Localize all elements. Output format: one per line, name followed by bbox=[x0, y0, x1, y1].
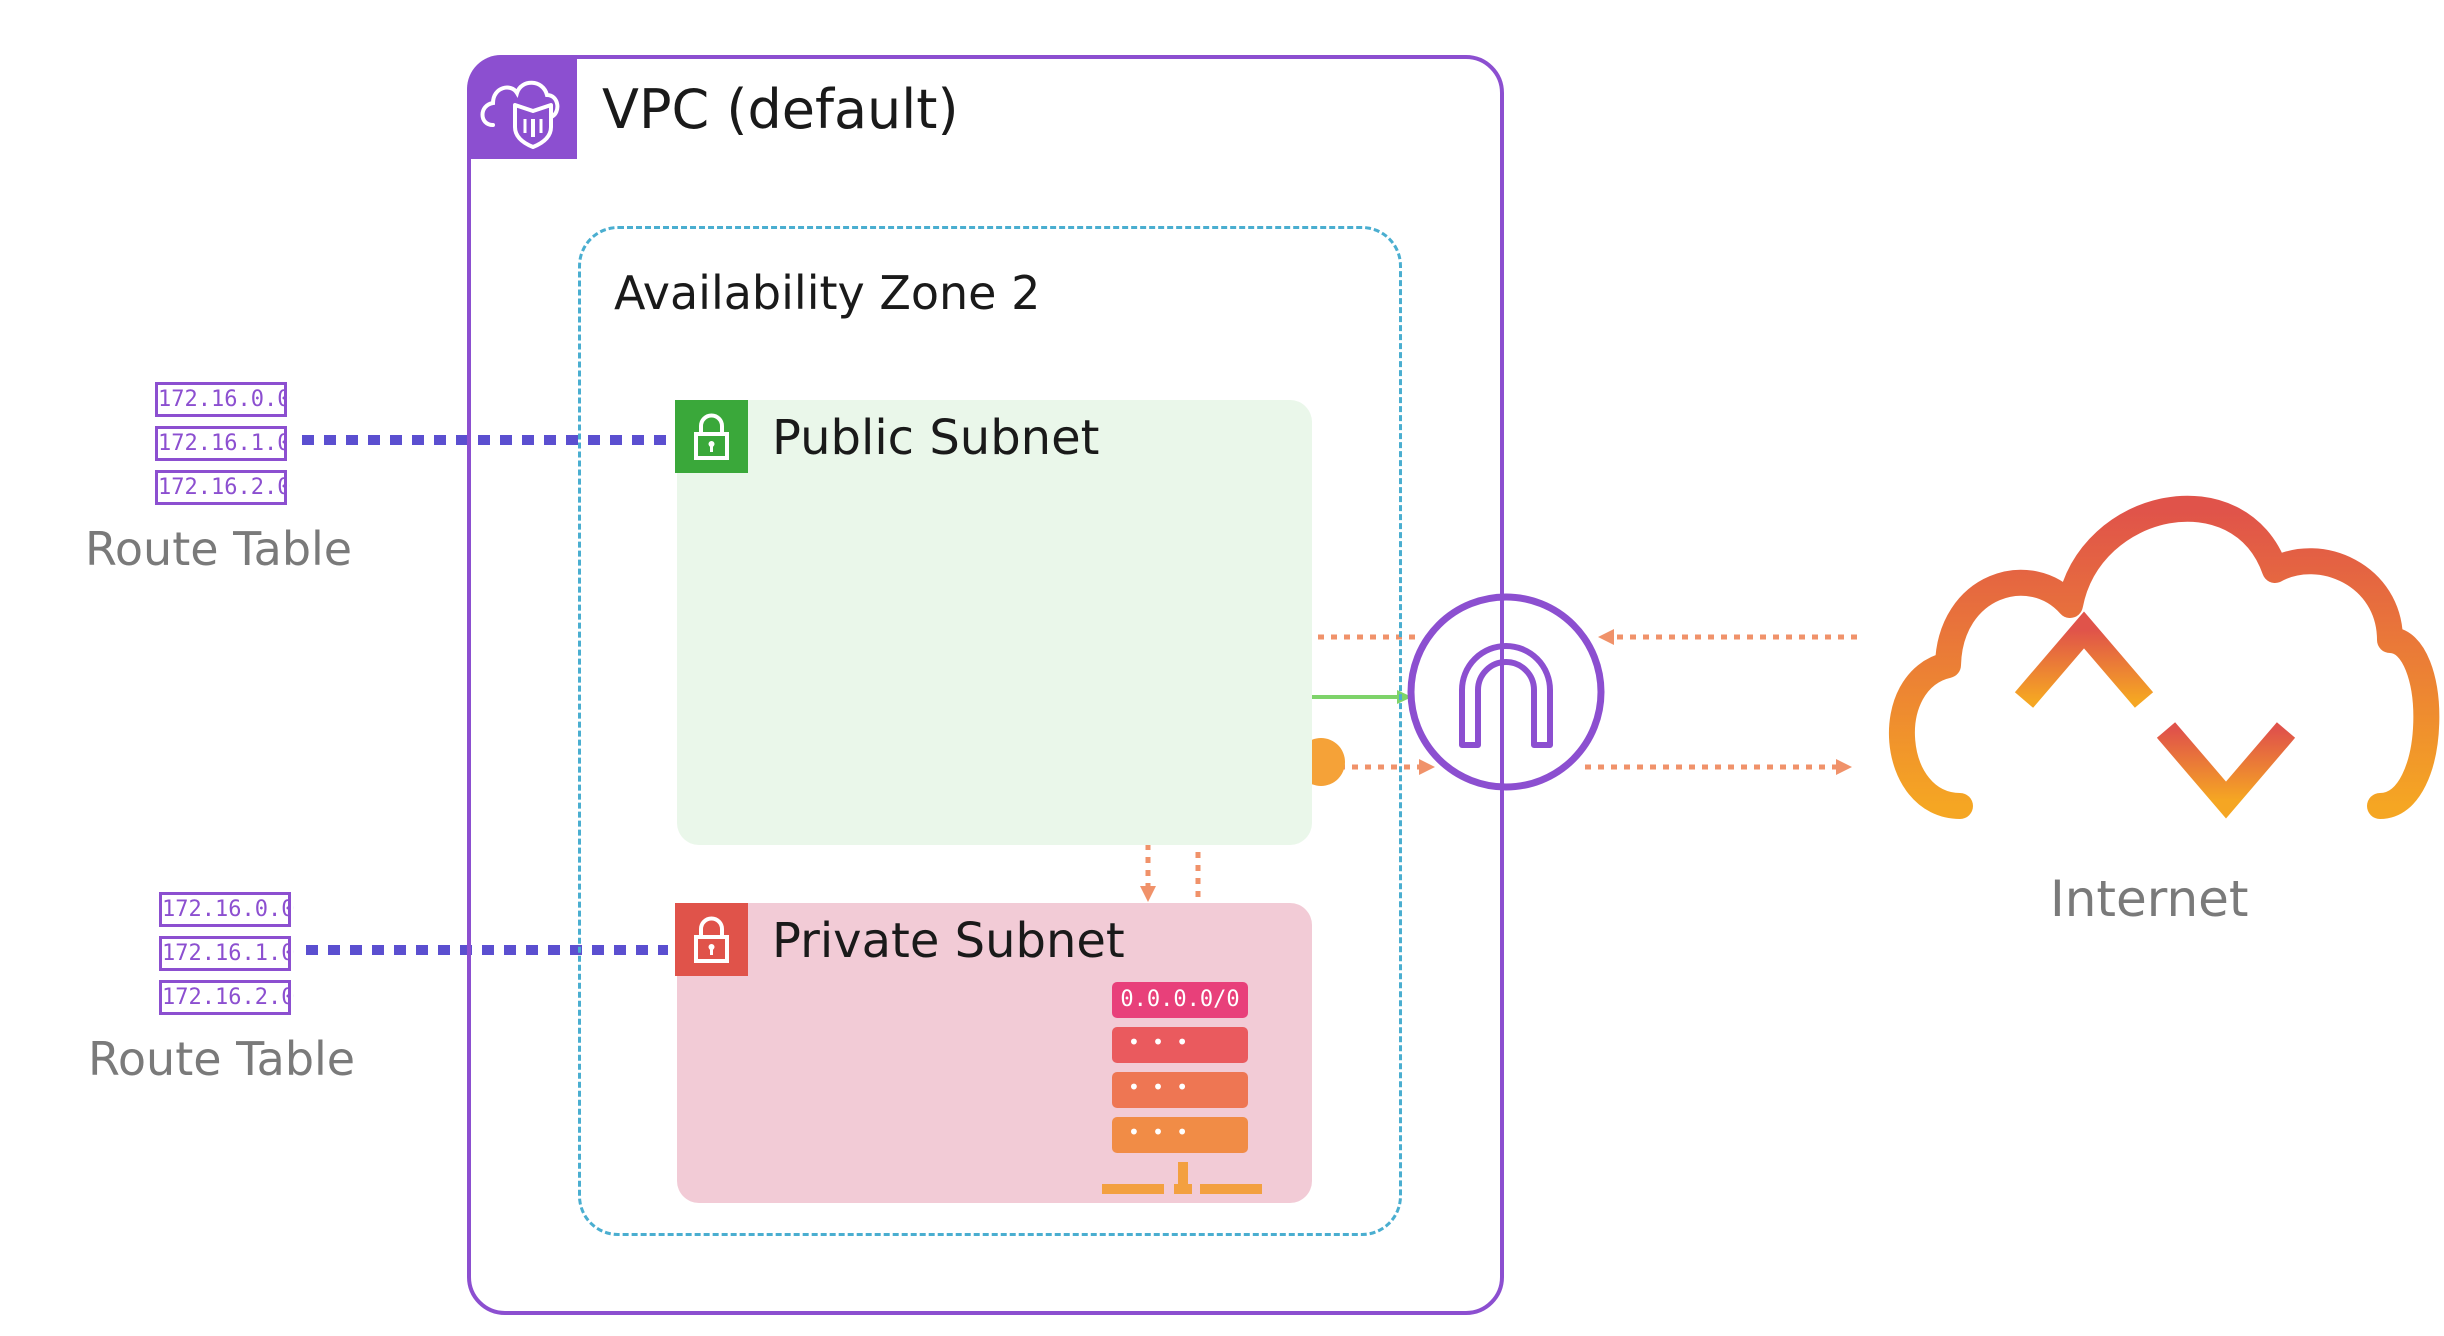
route-entry: 172.16.2.0 bbox=[153, 468, 290, 507]
route-entry: 172.16.0.0 bbox=[157, 890, 294, 929]
public-subnet bbox=[677, 400, 1312, 845]
route-entry: 172.16.1.0 bbox=[153, 424, 290, 463]
private-subnet-title: Private Subnet bbox=[772, 913, 1125, 969]
traffic-arrow-internet-to-igw bbox=[1598, 629, 1857, 645]
lock-icon bbox=[694, 413, 729, 460]
server-route-cidr: 0.0.0.0/0 bbox=[1112, 982, 1248, 1018]
server-row: • • • bbox=[1112, 1027, 1248, 1063]
server-row: • • • bbox=[1112, 1072, 1248, 1108]
server-row: • • • bbox=[1112, 1117, 1248, 1153]
vpc-badge bbox=[467, 55, 577, 159]
private-subnet-badge bbox=[675, 903, 748, 976]
internet-label: Internet bbox=[2050, 870, 2249, 928]
route-entry: 172.16.2.0 bbox=[157, 978, 294, 1017]
traffic-arrow-nat-to-igw bbox=[1300, 759, 1435, 775]
route-table-private[interactable]: 172.16.0.0 172.16.1.0 172.16.2.0 bbox=[157, 890, 294, 1024]
route-entry: 172.16.1.0 bbox=[157, 934, 294, 973]
route-entry: 172.16.0.0 bbox=[153, 380, 290, 419]
server-base bbox=[1102, 1162, 1262, 1194]
public-subnet-title: Public Subnet bbox=[772, 410, 1100, 466]
route-table-public[interactable]: 172.16.0.0 172.16.1.0 172.16.2.0 bbox=[153, 380, 290, 514]
lock-icon bbox=[694, 916, 729, 963]
vpc-title: VPC (default) bbox=[602, 78, 959, 141]
public-subnet-badge bbox=[675, 400, 748, 473]
route-table-label: Route Table bbox=[88, 1032, 356, 1086]
route-table-label: Route Table bbox=[85, 522, 353, 576]
cloud-upload-download-icon bbox=[1888, 495, 2440, 819]
vpc-boundary bbox=[467, 55, 1504, 1315]
traffic-arrow-igw-to-internet bbox=[1585, 759, 1852, 775]
availability-zone-title: Availability Zone 2 bbox=[614, 266, 1041, 320]
server-stack-icon[interactable]: 0.0.0.0/0 • • • • • • • • • bbox=[1102, 982, 1262, 1206]
internet-gateway-icon[interactable] bbox=[1407, 593, 1605, 791]
cloud-shield-icon bbox=[480, 80, 560, 149]
availability-zone-boundary bbox=[578, 226, 1402, 1236]
